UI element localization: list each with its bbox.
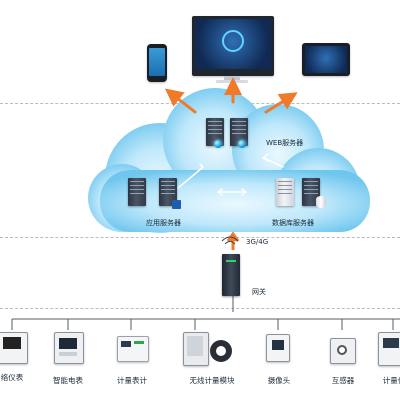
db-server-2 <box>302 178 320 206</box>
web-server-1 <box>206 118 224 146</box>
web-globe-icon-2 <box>238 140 246 148</box>
network-meter-icon <box>0 332 28 364</box>
db-server-1 <box>276 178 294 206</box>
web-server-label: WEB服务器 <box>266 139 304 147</box>
app-server-badge <box>172 200 181 209</box>
wireless-module-icon <box>183 332 209 366</box>
metering-instrument-icon <box>378 332 400 366</box>
app-server-2 <box>159 178 177 206</box>
device-label-7: 计量仪 <box>382 376 400 385</box>
gateway-device-icon <box>222 254 240 296</box>
device-label-3: 计量表计 <box>117 376 147 385</box>
device-label-2: 智能电表 <box>53 376 83 385</box>
db-server-label: 数据库服务器 <box>272 219 314 227</box>
upstream-arrows <box>164 77 298 114</box>
device-label-6: 互感器 <box>331 376 355 385</box>
web-server-2 <box>230 118 248 146</box>
metering-meter-icon <box>117 336 149 362</box>
current-transformer-icon <box>330 338 356 364</box>
device-label-4: 无线计量模块 <box>189 376 235 385</box>
app-server-label: 应用服务器 <box>146 219 181 227</box>
separator-bottom <box>0 308 400 309</box>
separator-middle <box>0 237 400 238</box>
device-drop-lines <box>11 319 394 330</box>
tablet-icon <box>302 43 350 76</box>
network-type-label: 3G/4G <box>246 238 269 246</box>
database-cylinder-icon <box>316 196 326 208</box>
device-label-5: 摄像头 <box>267 376 291 385</box>
app-server-1 <box>128 178 146 206</box>
clamp-sensor-icon <box>210 340 232 362</box>
smartphone-icon <box>147 44 167 82</box>
smart-meter-icon <box>54 332 84 364</box>
desktop-monitor-icon <box>192 16 274 76</box>
device-label-1: 络仪表 <box>0 373 24 382</box>
gateway-label: 网关 <box>252 288 266 296</box>
internal-arrows <box>177 153 284 196</box>
camera-icon <box>266 334 290 362</box>
wireless-signal-icon <box>221 236 239 245</box>
cloud-shape <box>88 88 370 233</box>
web-globe-icon <box>214 140 222 148</box>
